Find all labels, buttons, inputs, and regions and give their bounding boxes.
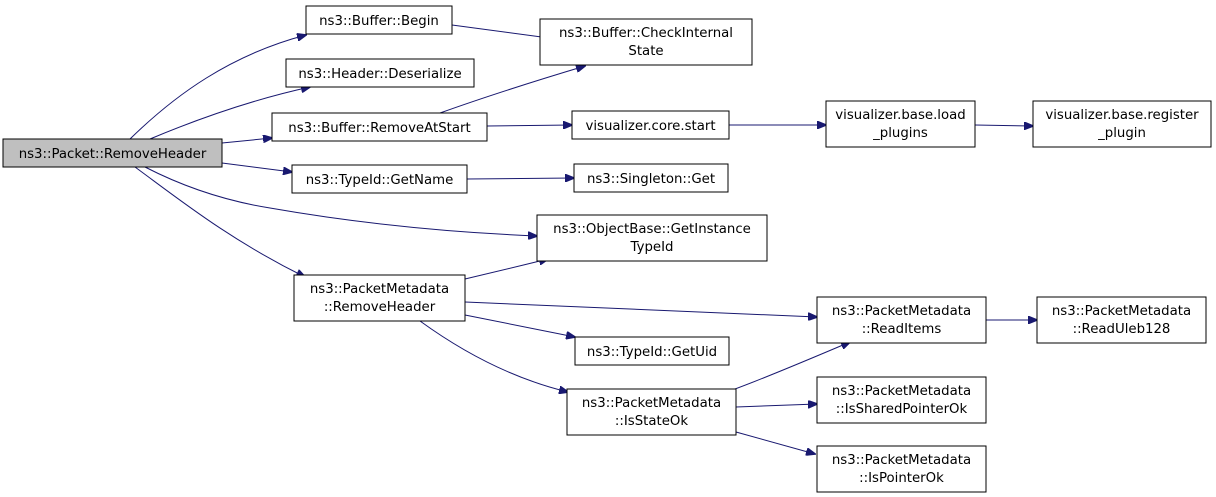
node-label-line1: ns3::PacketMetadata: [310, 282, 449, 297]
node-packet-metadata-is-pointer-ok[interactable]: ns3::PacketMetadata ::IsPointerOk: [816, 445, 987, 493]
node-packet-metadata-is-state-ok[interactable]: ns3::PacketMetadata ::IsStateOk: [566, 388, 737, 436]
node-label-line2: State: [628, 44, 663, 59]
edge-buffer-remove-at-start-to-check-internal-state: [439, 66, 585, 114]
node-label-line2: ::ReadUleb128: [1073, 322, 1171, 337]
node-label-line1: ns3::PacketMetadata: [832, 453, 971, 468]
node-packet-metadata-is-shared-pointer-ok[interactable]: ns3::PacketMetadata ::IsSharedPointerOk: [816, 376, 987, 424]
node-packet-metadata-read-uleb128[interactable]: ns3::PacketMetadata ::ReadUleb128: [1036, 296, 1207, 344]
node-typeid-get-name[interactable]: ns3::TypeId::GetName: [291, 164, 468, 194]
node-visualizer-base-load-plugins[interactable]: visualizer.base.load _plugins: [825, 100, 976, 148]
edge-is-state-ok-to-is-shared-pointer-ok: [735, 404, 817, 407]
node-packet-remove-header[interactable]: ns3::Packet::RemoveHeader: [2, 138, 223, 168]
edge-remove-header-to-buffer-remove-at-start: [221, 138, 272, 144]
node-objectbase-get-instance-typeid[interactable]: ns3::ObjectBase::GetInstance TypeId: [536, 214, 768, 262]
node-header-deserialize[interactable]: ns3::Header::Deserialize: [285, 58, 475, 88]
node-label-line1: visualizer.base.load: [835, 108, 965, 123]
edge-is-state-ok-to-read-items: [734, 342, 850, 390]
node-visualizer-base-register-plugin[interactable]: visualizer.base.register _plugin: [1032, 100, 1212, 148]
node-label-line1: ns3::PacketMetadata: [832, 304, 971, 319]
nodes: ns3::Packet::RemoveHeader ns3::Buffer::B…: [2, 5, 1212, 493]
node-label: ns3::TypeId::GetName: [306, 173, 454, 188]
node-label: ns3::Buffer::RemoveAtStart: [288, 121, 470, 136]
edge-is-state-ok-to-is-pointer-ok: [735, 431, 815, 454]
node-packet-metadata-remove-header[interactable]: ns3::PacketMetadata ::RemoveHeader: [293, 274, 466, 322]
edge-remove-header-to-typeid-get-name: [221, 162, 292, 172]
edge-typeid-get-name-to-singleton-get: [466, 178, 574, 179]
edge-buffer-begin-to-check-internal-state: [451, 24, 549, 38]
node-label-line2: ::IsPointerOk: [859, 471, 944, 486]
node-label: ns3::Header::Deserialize: [298, 67, 461, 82]
edge-remove-header-to-objectbase-get-instance: [144, 166, 537, 236]
edge-pm-remove-header-to-read-items: [464, 301, 817, 317]
node-label-line1: ns3::Buffer::CheckInternal: [559, 26, 733, 41]
node-label-line2: _plugin: [1097, 126, 1146, 141]
node-label-line2: ::RemoveHeader: [324, 300, 436, 315]
node-label-line1: ns3::PacketMetadata: [582, 396, 721, 411]
node-label-line2: TypeId: [630, 240, 674, 255]
node-label: visualizer.core.start: [585, 119, 715, 134]
node-typeid-get-uid[interactable]: ns3::TypeId::GetUid: [574, 336, 730, 366]
node-label: ns3::Singleton::Get: [587, 172, 715, 187]
node-packet-metadata-read-items[interactable]: ns3::PacketMetadata ::ReadItems: [816, 296, 987, 344]
node-label-line2: ::IsSharedPointerOk: [836, 402, 968, 417]
node-label: ns3::Buffer::Begin: [319, 14, 439, 29]
edge-pm-remove-header-to-is-state-ok: [419, 320, 568, 392]
edge-remove-header-to-header-deserialize: [149, 87, 310, 140]
node-buffer-remove-at-start[interactable]: ns3::Buffer::RemoveAtStart: [271, 112, 488, 142]
node-label-line2: _plugins: [872, 126, 928, 141]
node-label-line1: ns3::PacketMetadata: [832, 384, 971, 399]
node-label-line2: ::ReadItems: [862, 322, 942, 337]
node-visualizer-core-start[interactable]: visualizer.core.start: [571, 110, 730, 140]
edge-remove-header-to-buffer-begin: [129, 35, 306, 140]
node-label-line2: ::IsStateOk: [615, 414, 688, 429]
node-buffer-begin[interactable]: ns3::Buffer::Begin: [305, 5, 453, 35]
edge-pm-remove-header-to-typeid-get-uid: [464, 314, 575, 337]
edge-pm-remove-header-to-objectbase: [464, 259, 548, 280]
node-label-line1: ns3::PacketMetadata: [1052, 304, 1191, 319]
node-buffer-check-internal-state[interactable]: ns3::Buffer::CheckInternal State: [539, 18, 753, 66]
edge-remove-header-to-packet-metadata-remove-header: [134, 166, 305, 277]
edges: [129, 24, 1037, 454]
node-label: ns3::Packet::RemoveHeader: [19, 147, 207, 162]
edge-load-plugins-to-register-plugin: [974, 125, 1033, 126]
node-label: ns3::TypeId::GetUid: [587, 345, 717, 360]
node-label-line1: ns3::ObjectBase::GetInstance: [553, 222, 751, 237]
node-singleton-get[interactable]: ns3::Singleton::Get: [573, 163, 729, 193]
edge-buffer-remove-at-start-to-visualizer-core-start: [486, 125, 572, 126]
node-label-line1: visualizer.base.register: [1045, 108, 1199, 123]
